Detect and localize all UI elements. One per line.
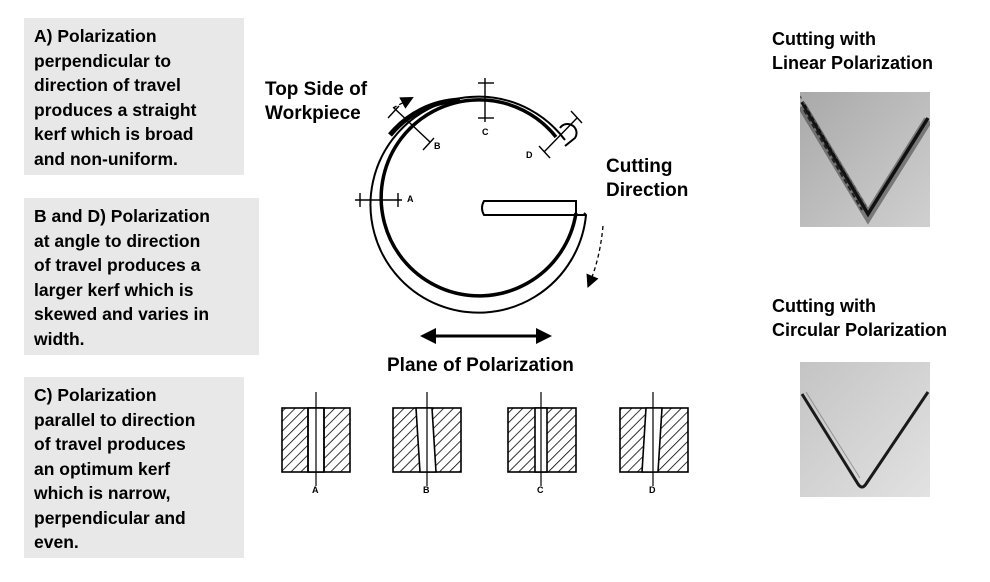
marker-a	[355, 193, 402, 207]
circular-polarization-label: Cutting with Circular Polarization	[772, 296, 948, 340]
marker-c-letter: C	[482, 127, 489, 137]
cross-section-b	[392, 392, 462, 486]
marker-b	[387, 105, 435, 151]
linear-polarization-photo	[800, 92, 930, 227]
direction-arrow-right-icon	[586, 225, 604, 289]
cross-section-a	[281, 392, 351, 486]
marker-d-letter: D	[526, 150, 533, 160]
cutting-direction-label: Cutting Direction	[606, 156, 689, 201]
circular-polarization-photo	[800, 362, 930, 497]
note-a: A) Polarization perpendicular to directi…	[24, 18, 244, 175]
top-side-label: Top Side of Workpiece	[265, 79, 368, 124]
cross-section-d	[619, 392, 689, 486]
section-label-a: A	[312, 485, 319, 495]
marker-d	[538, 110, 583, 159]
marker-b-letter: B	[434, 141, 441, 151]
section-label-d: D	[649, 485, 656, 495]
direction-arrow-top-icon	[392, 96, 414, 109]
linear-polarization-label: Cutting with Linear Polarization	[772, 29, 934, 73]
cross-section-c	[507, 392, 577, 486]
g-shaped-kerf	[369, 95, 588, 314]
section-label-c: C	[537, 485, 544, 495]
plane-of-polarization-label: Plane of Polarization	[387, 355, 574, 376]
polarization-double-arrow-icon	[420, 328, 552, 344]
marker-a-letter: A	[407, 194, 414, 204]
note-c: C) Polarization parallel to direction of…	[24, 377, 244, 558]
section-label-b: B	[423, 485, 430, 495]
note-b-and-d: B and D) Polarization at angle to direct…	[24, 198, 259, 355]
marker-c	[478, 78, 494, 122]
